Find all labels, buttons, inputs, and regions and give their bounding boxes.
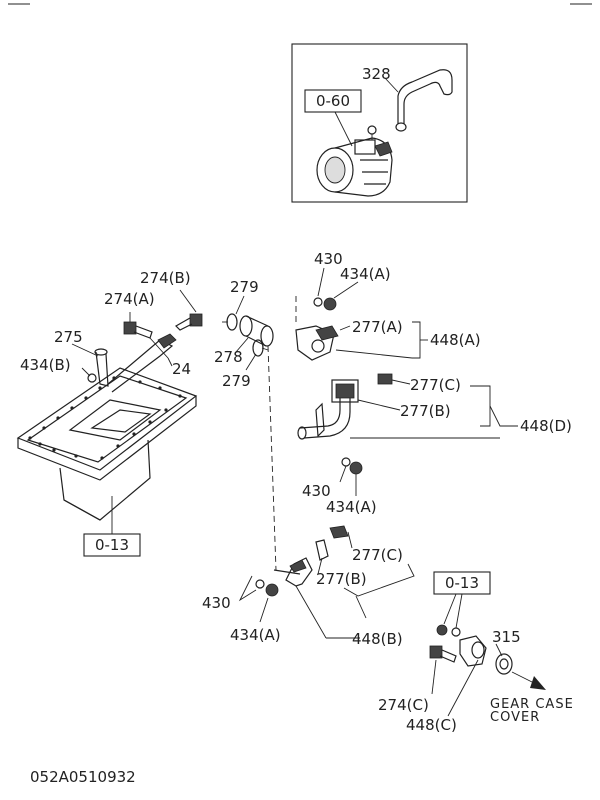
label-434a-low: 434(A): [230, 626, 281, 644]
label-279-bottom: 279: [222, 372, 251, 390]
bolt-274b-icon: [175, 313, 203, 331]
label-434a-top: 434(A): [340, 265, 391, 283]
ref-box-inset: [304, 89, 362, 113]
label-434a-mid: 434(A): [326, 498, 377, 516]
label-279-top: 279: [230, 278, 259, 296]
label-448c: 448(C): [406, 716, 457, 734]
label-277b-lower: 277(B): [316, 570, 367, 588]
arrow-head-icon: [530, 676, 546, 690]
label-275: 275: [54, 328, 83, 346]
washer-430-mid-icon: [341, 457, 351, 467]
clamp-279-top-icon: [222, 313, 238, 331]
ref-label-oil-pan: 0-13: [95, 536, 129, 554]
label-277c-lower: 277(C): [352, 546, 403, 564]
figure-code: 052A0510932: [30, 768, 136, 786]
label-448a: 448(A): [430, 331, 481, 349]
gasket-315-icon: [495, 653, 513, 675]
washer-430-top-icon: [313, 297, 323, 307]
nut-434a-low-icon: [265, 583, 279, 597]
label-277a: 277(A): [352, 318, 403, 336]
label-430-low: 430: [202, 594, 231, 612]
oil-pan-icon: [16, 333, 198, 521]
label-274b: 274(B): [140, 269, 191, 287]
elbow-448b-icon: [273, 525, 349, 587]
nut-434a-top-icon: [323, 297, 337, 311]
label-434b: 434(B): [20, 356, 71, 374]
label-24: 24: [172, 360, 191, 378]
gear-case-cover-line2: COVER: [490, 710, 540, 725]
connector-dashed-left: [267, 345, 277, 571]
pipe-448d-icon: [297, 373, 393, 440]
label-448d: 448(D): [520, 417, 572, 435]
label-274a: 274(A): [104, 290, 155, 308]
label-274c: 274(C): [378, 696, 429, 714]
label-277c-upper: 277(C): [410, 376, 461, 394]
label-328: 328: [362, 65, 391, 83]
elbow-448a-icon: [295, 325, 339, 361]
clamp-279-bottom-icon: [252, 339, 269, 357]
bolt-274a-icon: [123, 321, 153, 339]
washer-434b-icon: [87, 373, 97, 383]
ref-label-inset: 0-60: [316, 92, 350, 110]
label-277b-upper: 277(B): [400, 402, 451, 420]
gear-case-cover-line1: GEAR CASE: [490, 697, 574, 712]
compressor-icon: [316, 125, 393, 197]
label-315: 315: [492, 628, 521, 646]
inset-panel: [291, 43, 468, 203]
washer-430-low-icon: [255, 579, 265, 589]
nut-434a-mid-icon: [349, 461, 363, 475]
ref-box-oil-pan: [83, 533, 141, 557]
label-278: 278: [214, 348, 243, 366]
label-430-mid: 430: [302, 482, 331, 500]
ref-label-gear-case: 0-13: [445, 574, 479, 592]
label-430-top: 430: [314, 250, 343, 268]
bolt-274c-icon: [429, 645, 457, 663]
elbow-448c-icon: [436, 624, 487, 667]
label-448b: 448(B): [352, 630, 403, 648]
